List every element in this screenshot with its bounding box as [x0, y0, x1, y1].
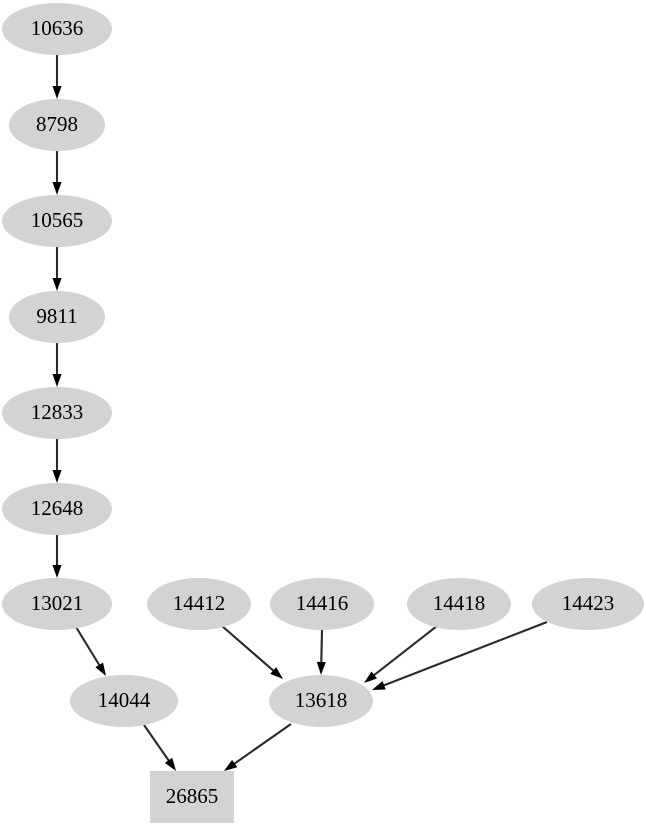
edge-arrowhead	[95, 662, 106, 676]
edge-arrowhead	[224, 759, 238, 771]
edge-13021-to-14044	[75, 626, 106, 676]
edge-arrowhead	[364, 671, 378, 683]
edge-12648-to-13021	[52, 535, 62, 578]
edge-13618-to-26865	[224, 723, 292, 771]
node-14418[interactable]: 14418	[407, 578, 511, 630]
edge-arrowhead	[52, 374, 62, 387]
node-ellipse-shape[interactable]	[2, 387, 112, 439]
node-14044[interactable]: 14044	[70, 675, 178, 727]
edge-14044-to-26865	[143, 724, 176, 771]
edge-arrowhead	[52, 470, 62, 483]
edge-arrowhead	[372, 681, 386, 690]
edge-14423-to-13618	[372, 621, 548, 690]
node-9811[interactable]: 9811	[9, 291, 105, 343]
node-ellipse-shape[interactable]	[9, 291, 105, 343]
edge-14412-to-13618	[221, 625, 283, 679]
node-ellipse-shape[interactable]	[2, 578, 112, 630]
edge-14416-to-13618	[316, 629, 326, 675]
node-box-shape[interactable]	[150, 771, 234, 823]
node-13618[interactable]: 13618	[269, 675, 373, 727]
node-12648[interactable]: 12648	[2, 483, 112, 535]
node-10565[interactable]: 10565	[2, 195, 112, 247]
edge-10636-to-8798	[52, 55, 62, 99]
node-ellipse-shape[interactable]	[2, 483, 112, 535]
edge-line	[372, 625, 438, 678]
edge-line	[232, 723, 292, 766]
edge-arrowhead	[52, 278, 62, 291]
node-ellipse-shape[interactable]	[407, 578, 511, 630]
node-ellipse-shape[interactable]	[70, 675, 178, 727]
edge-arrowhead	[52, 86, 62, 99]
edge-line	[381, 621, 548, 687]
edge-10565-to-9811	[52, 247, 62, 291]
edge-12833-to-12648	[52, 439, 62, 483]
node-14423[interactable]: 14423	[532, 578, 644, 630]
edge-line	[320, 629, 324, 665]
edge-arrowhead	[316, 661, 326, 675]
edge-8798-to-10565	[52, 151, 62, 195]
edge-9811-to-12833	[52, 343, 62, 387]
edge-arrowhead	[164, 757, 176, 771]
node-13021[interactable]: 13021	[2, 578, 112, 630]
node-26865[interactable]: 26865	[150, 771, 234, 823]
node-ellipse-shape[interactable]	[9, 99, 105, 151]
node-8798[interactable]: 8798	[9, 99, 105, 151]
node-14416[interactable]: 14416	[270, 578, 374, 630]
node-ellipse-shape[interactable]	[2, 3, 112, 55]
node-12833[interactable]: 12833	[2, 387, 112, 439]
node-ellipse-shape[interactable]	[270, 578, 374, 630]
edge-line	[75, 626, 102, 668]
node-ellipse-shape[interactable]	[147, 578, 251, 630]
edge-line	[221, 625, 276, 673]
edge-14418-to-13618	[364, 625, 438, 683]
node-10636[interactable]: 10636	[2, 3, 112, 55]
edge-arrowhead	[52, 565, 62, 578]
edge-line	[143, 724, 171, 763]
edge-arrowhead	[52, 182, 62, 195]
node-ellipse-shape[interactable]	[269, 675, 373, 727]
node-ellipse-shape[interactable]	[532, 578, 644, 630]
edges-layer	[52, 55, 548, 771]
node-ellipse-shape[interactable]	[2, 195, 112, 247]
node-14412[interactable]: 14412	[147, 578, 251, 630]
edge-arrowhead	[270, 667, 283, 679]
